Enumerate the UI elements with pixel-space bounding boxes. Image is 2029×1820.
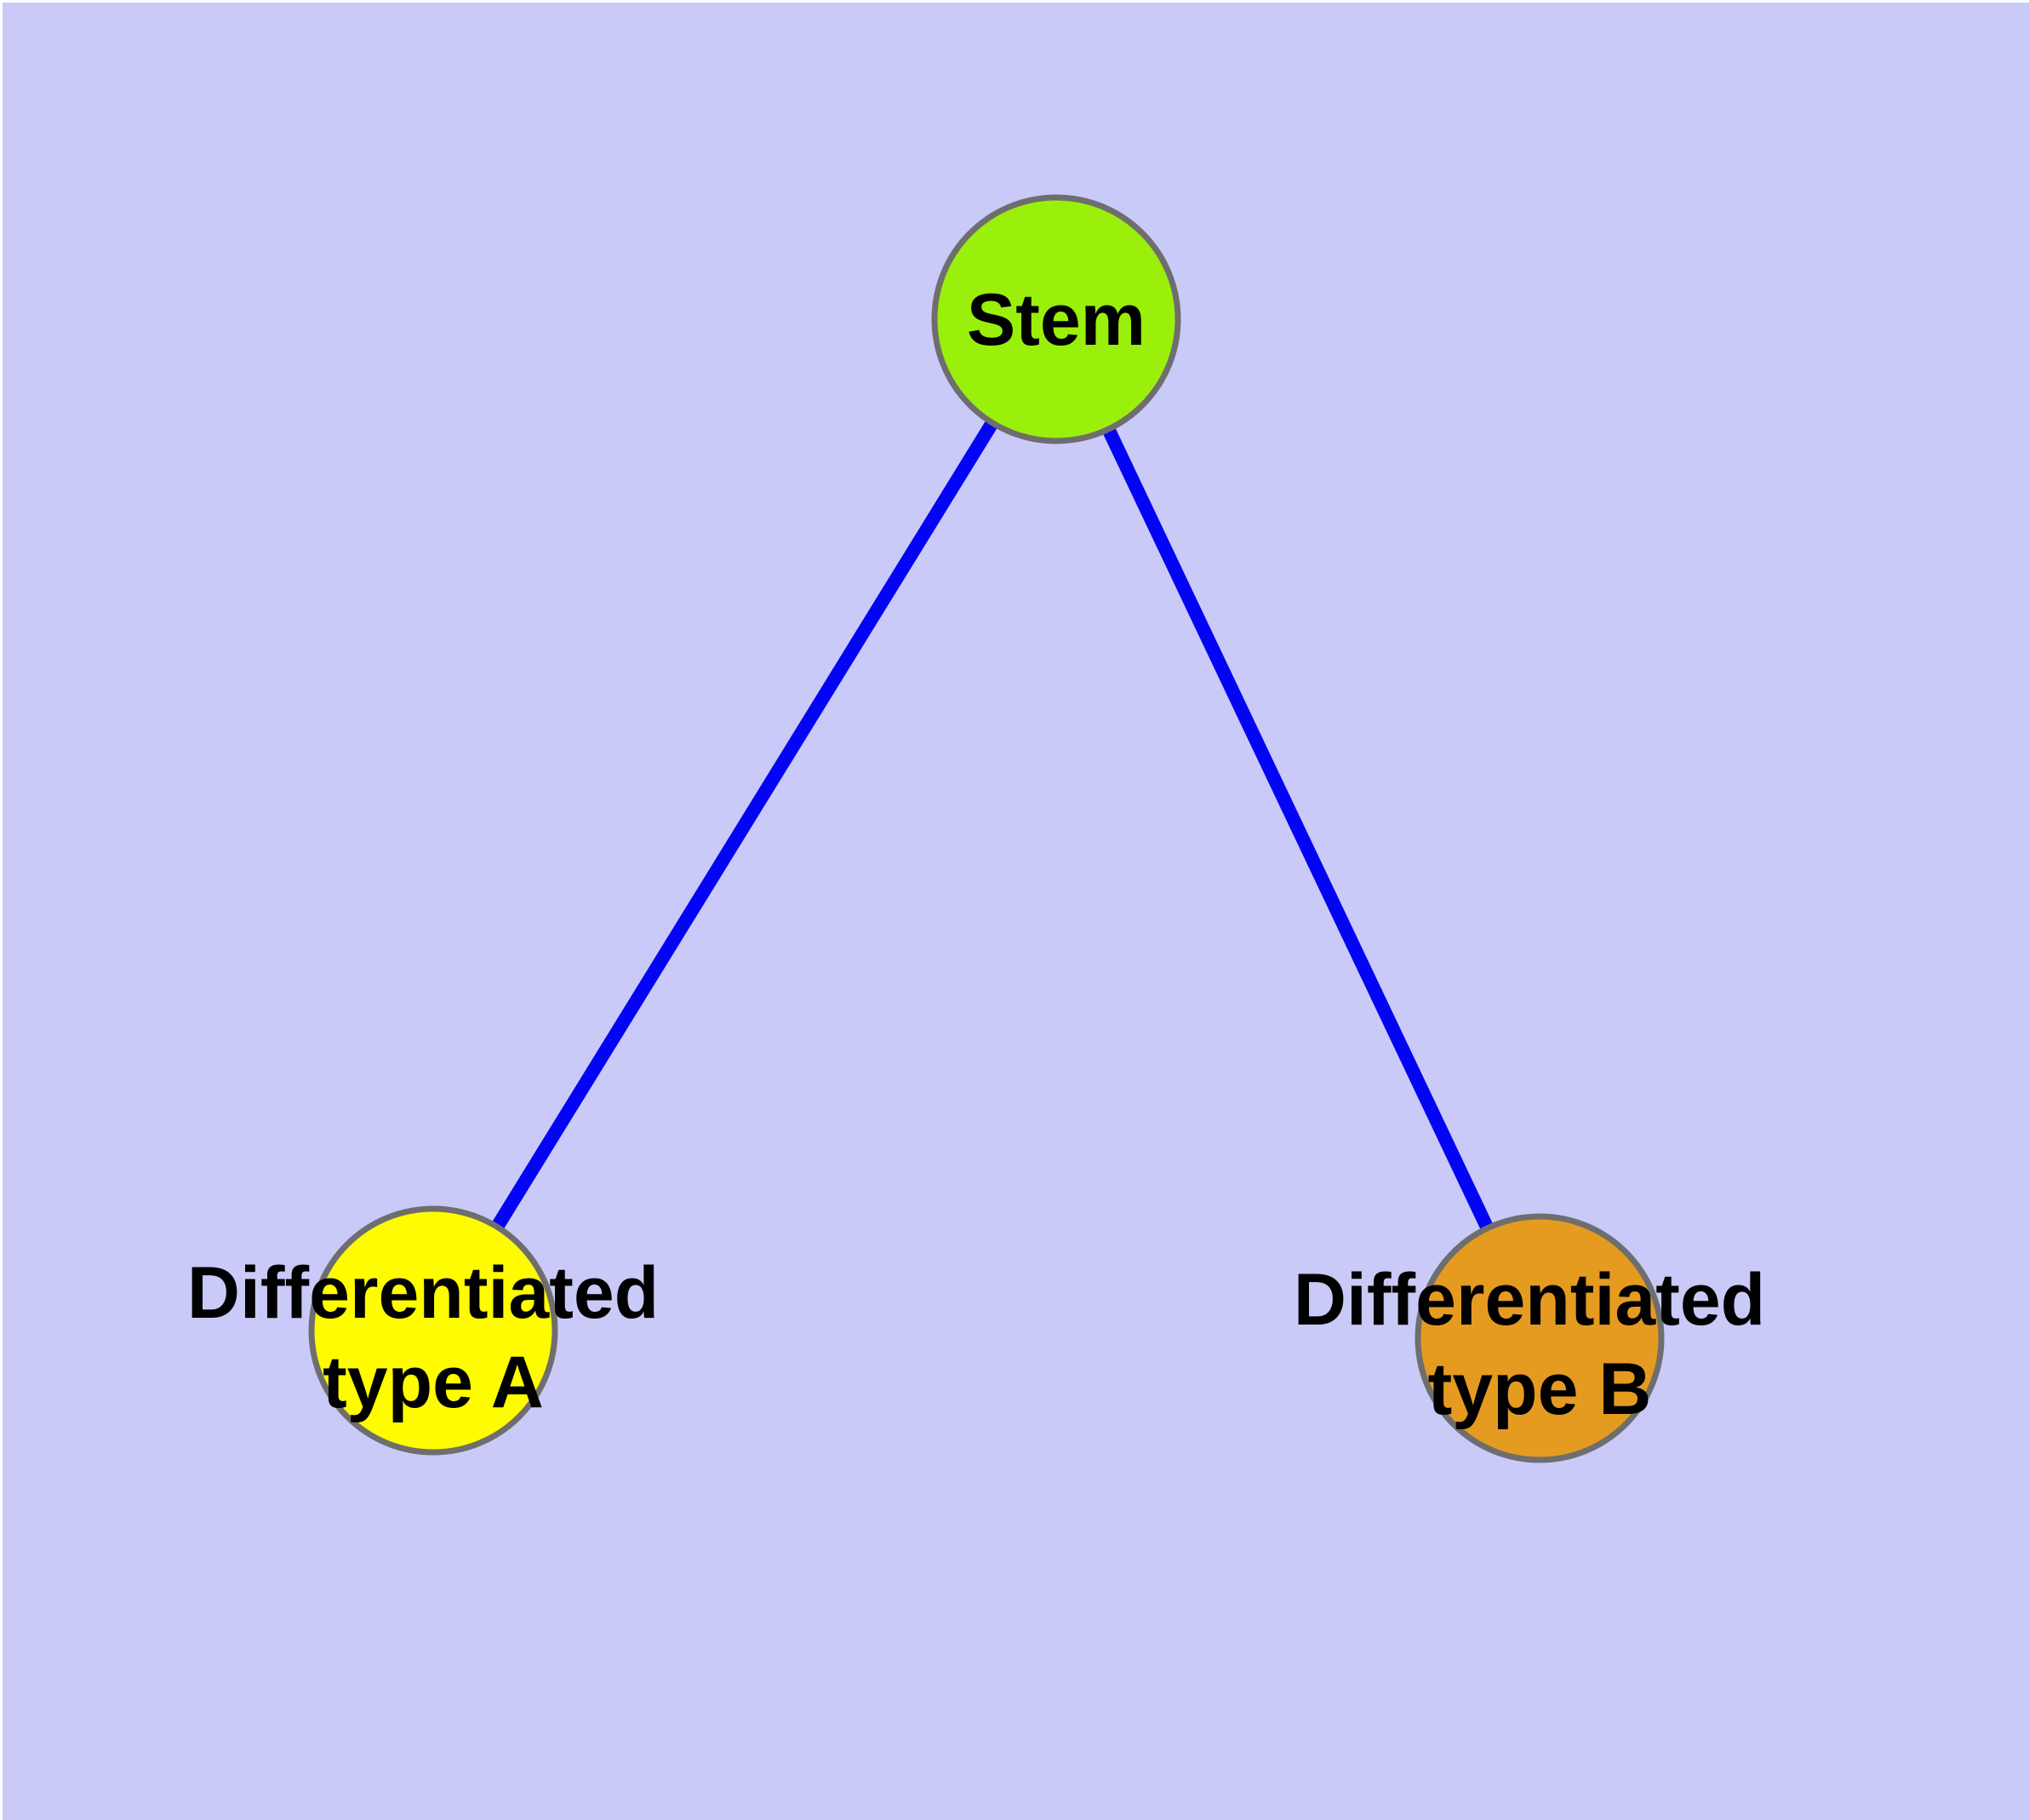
type-a-node-label-line2: type A (323, 1342, 544, 1423)
stem-node-label: Stem (967, 279, 1146, 361)
stem-node (931, 194, 1181, 444)
type-a-node-label: Differentiated type A (187, 1252, 679, 1423)
type-b-node-label-line2: type B (1428, 1348, 1652, 1430)
edge-stem-to-type-b (1049, 316, 1546, 1342)
type-a-node-label-line1: Differentiated (187, 1252, 659, 1334)
type-b-node-label-line1: Differentiated (1294, 1259, 1765, 1341)
type-b-node-label: Differentiated type B (1294, 1259, 1786, 1430)
edge-stem-to-type-a (427, 315, 1062, 1335)
type-b-node (1415, 1213, 1665, 1463)
stem-node-label-line1: Stem (967, 279, 1146, 361)
type-a-node (308, 1205, 558, 1456)
